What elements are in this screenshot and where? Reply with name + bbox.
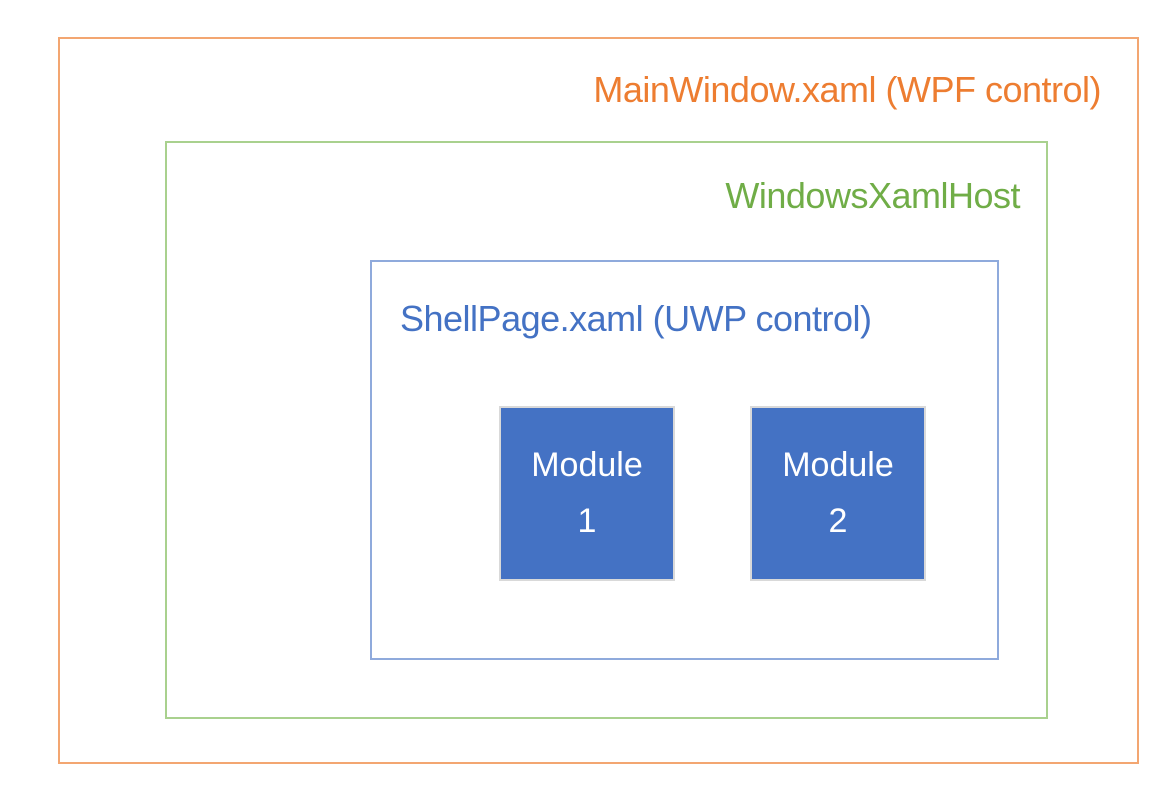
module-1-label: Module: [531, 446, 643, 485]
shellpage-title: ShellPage.xaml (UWP control): [400, 298, 872, 339]
module-1-number: 1: [577, 501, 597, 540]
windowsxamlhost-box: [165, 141, 1048, 719]
mainwindow-title: MainWindow.xaml (WPF control): [593, 69, 1101, 110]
windowsxamlhost-title: WindowsXamlHost: [725, 175, 1020, 216]
mainwindow-box: [58, 37, 1139, 764]
module-1-box: Module 1: [499, 406, 675, 581]
module-2-number: 2: [828, 501, 848, 540]
shellpage-box: [370, 260, 999, 660]
module-2-box: Module 2: [750, 406, 926, 581]
module-2-label: Module: [782, 446, 894, 485]
